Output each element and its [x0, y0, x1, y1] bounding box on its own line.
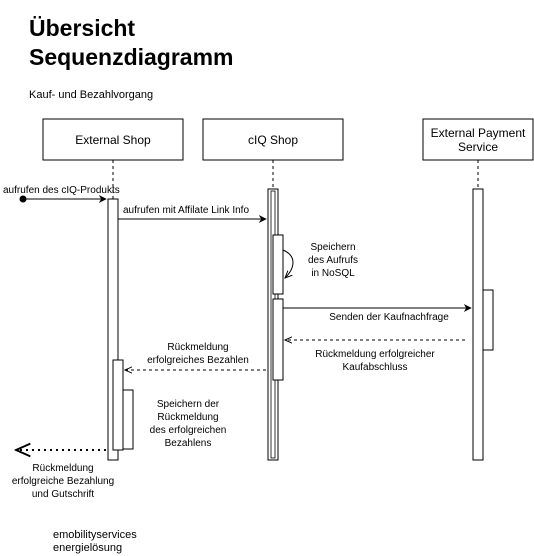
message-speichern-rueckmeldung: Speichern der Rückmeldung des erfolgreic…: [150, 399, 227, 449]
activation-external-shop-ack: [112, 359, 124, 451]
footer-line: energielösung: [53, 542, 123, 554]
footer-note: emobilityservices energielösung: [53, 529, 137, 555]
message-rueckmeldung-gutschrift: Rückmeldung erfolgreiche Bezahlung und G…: [12, 450, 114, 500]
title-line-2: Sequenzdiagramm: [29, 44, 234, 70]
message-label: Rückmeldung erfolgreicher: [315, 349, 435, 360]
message-label: und Gutschrift: [32, 489, 94, 500]
message-label: Rückmeldung: [167, 342, 228, 353]
message-label: erfolgreiche Bezahlung: [12, 476, 114, 487]
participant-label: Service: [458, 140, 498, 154]
participant-label: cIQ Shop: [248, 133, 298, 147]
message-senden-kaufnachfrage: Senden der Kaufnachfrage: [283, 304, 472, 323]
message-label: des erfolgreichen: [150, 425, 227, 436]
message-label: Kaufabschluss: [342, 362, 407, 373]
message-label: Rückmeldung: [157, 412, 218, 423]
message-rueckmeldung-bezahlen: Rückmeldung erfolgreiches Bezahlen: [125, 342, 266, 370]
activation-ciq-purchase: [272, 298, 284, 381]
message-rueckmeldung-kaufabschluss: Rückmeldung erfolgreicher Kaufabschluss: [285, 340, 465, 373]
footer-line: emobilityservices: [53, 529, 137, 541]
participant-external-shop: External Shop: [42, 118, 184, 161]
activation-external-payment: [472, 188, 484, 461]
activation-external-shop: [107, 198, 119, 461]
activation-payment-process: [482, 289, 494, 351]
participant-label: External Shop: [75, 133, 151, 147]
message-speichern-nosql: Speichern des Aufrufs in NoSQL: [282, 242, 358, 279]
diagram-subtitle: Kauf- und Bezahlvorgang: [29, 89, 154, 101]
message-label: Rückmeldung: [32, 463, 93, 474]
message-aufrufen-des-produkts: aufrufen des cIQ-Produkts: [3, 185, 120, 203]
message-label: Speichern: [310, 242, 355, 253]
message-label: aufrufen mit Affilate Link Info: [123, 205, 249, 216]
message-aufrufen-affiliate: aufrufen mit Affilate Link Info: [118, 205, 267, 223]
participant-ciq-shop: cIQ Shop: [202, 118, 344, 161]
self-call-arrow: [282, 249, 294, 278]
message-label: aufrufen des cIQ-Produkts: [3, 185, 120, 196]
message-label: des Aufrufs: [308, 255, 358, 266]
participant-label: External Payment: [431, 126, 526, 140]
participant-external-payment-service: External Payment Service: [422, 118, 534, 161]
activation-external-shop-store: [122, 389, 134, 450]
message-label: erfolgreiches Bezahlen: [147, 355, 249, 366]
message-label: Senden der Kaufnachfrage: [329, 312, 449, 323]
title-line-1: Übersicht: [29, 15, 136, 41]
message-label: Speichern der: [157, 399, 220, 410]
activation-ciq-store: [272, 234, 284, 295]
message-label: Bezahlens: [165, 438, 212, 449]
diagram-title: Übersicht Sequenzdiagramm: [29, 14, 234, 72]
message-label: in NoSQL: [311, 268, 355, 279]
